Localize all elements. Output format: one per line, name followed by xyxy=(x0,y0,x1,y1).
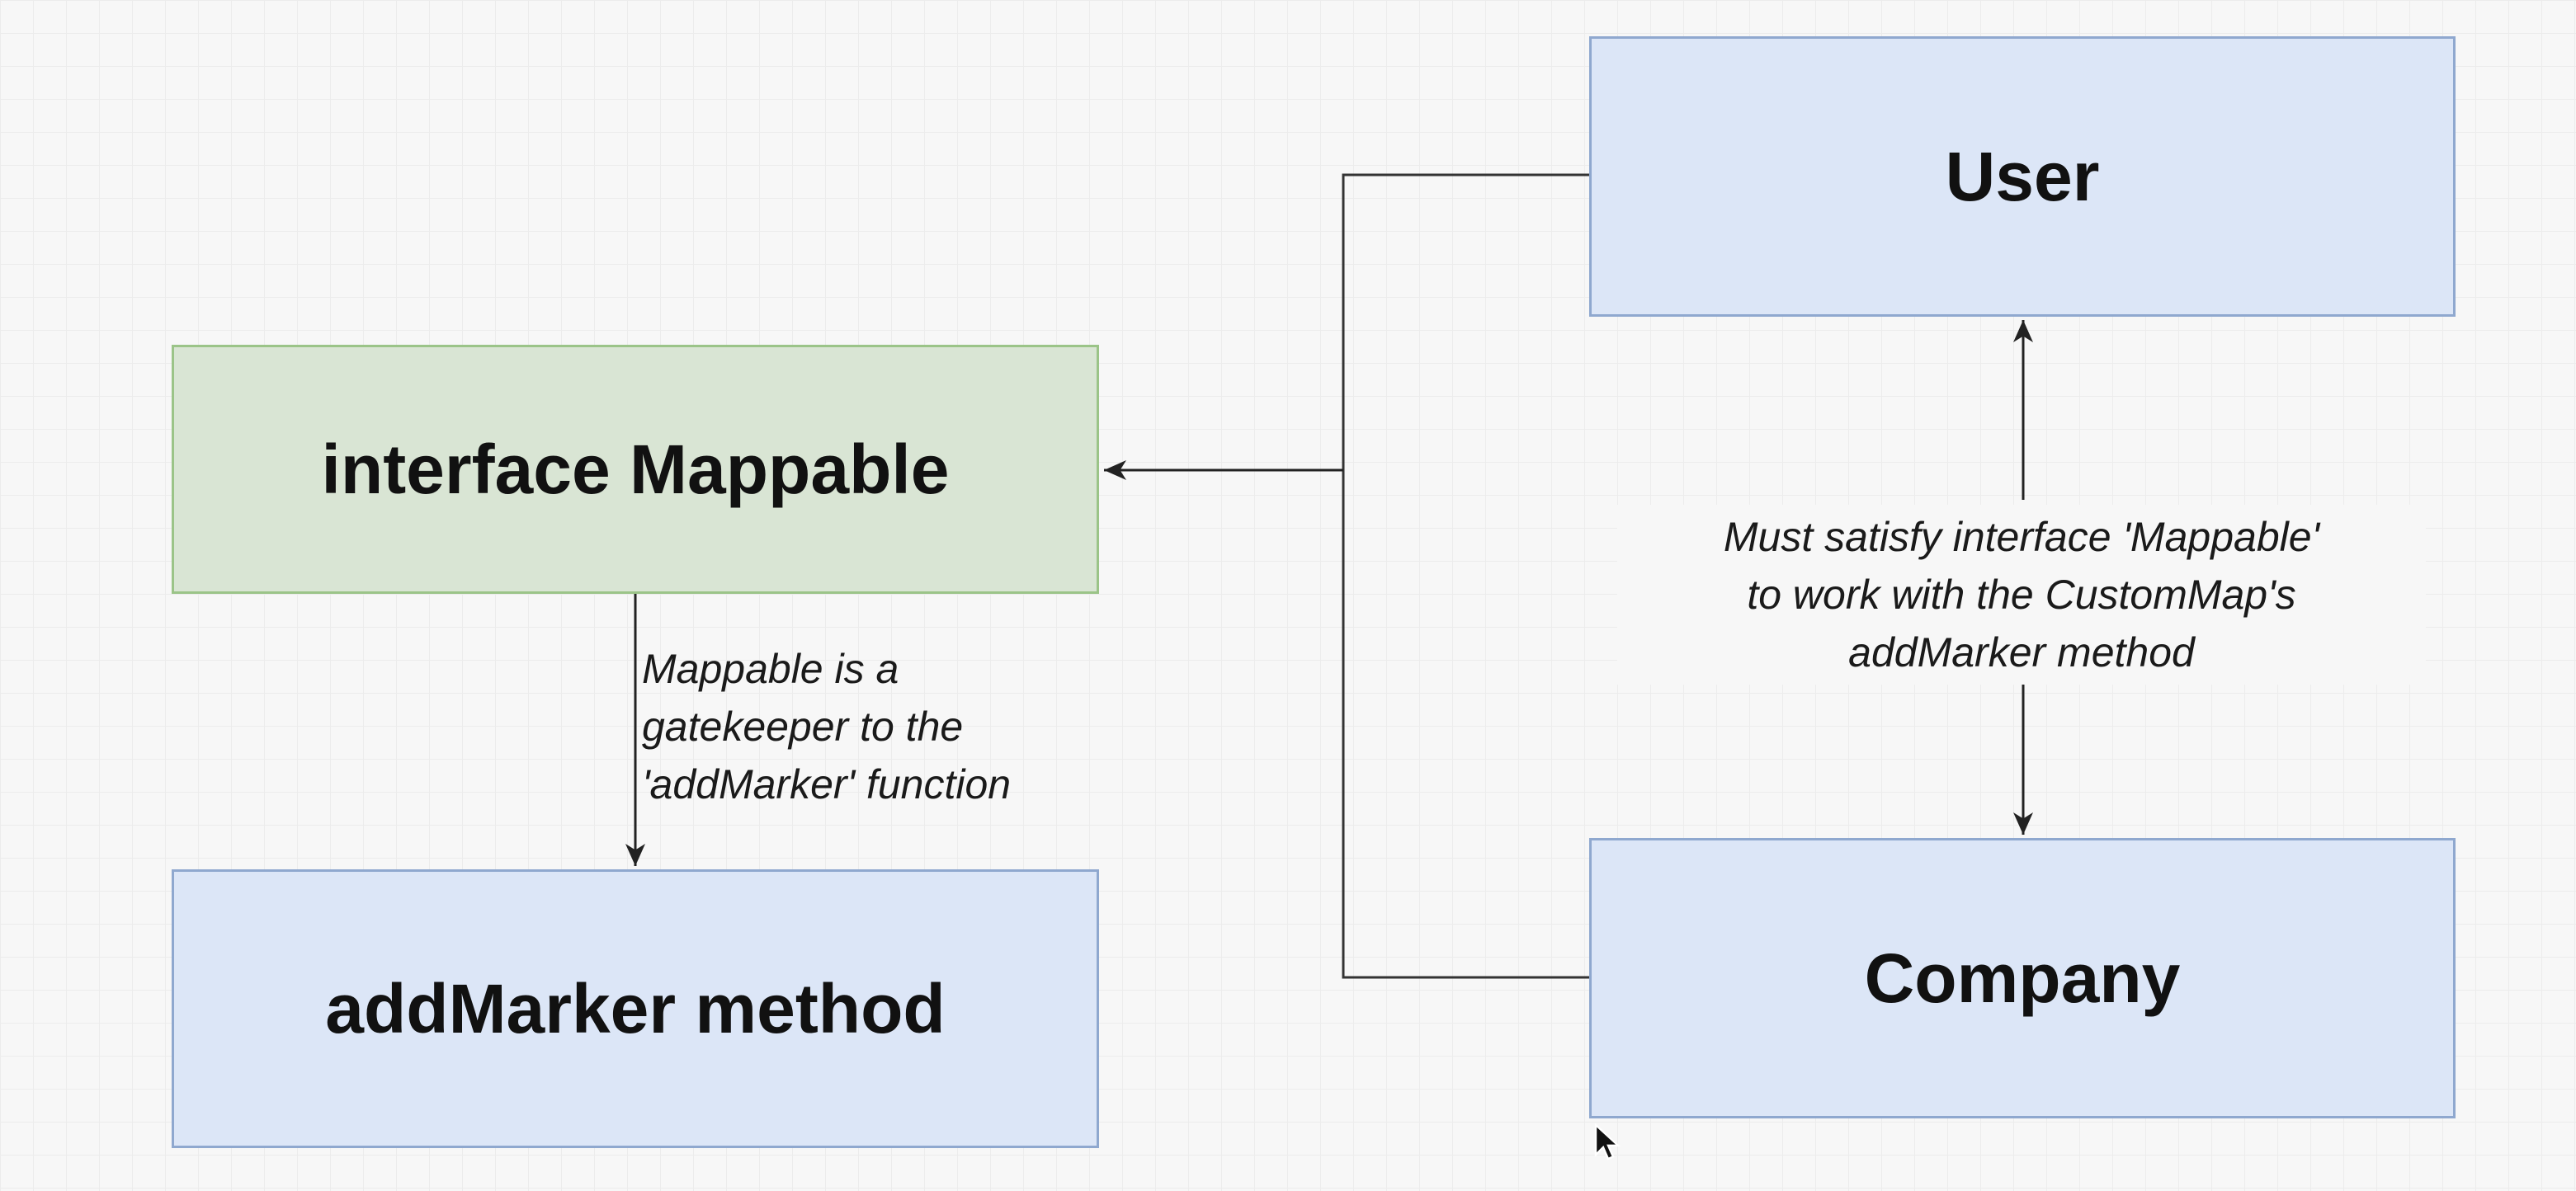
satisfy-interface-edge-label: Must satisfy interface 'Mappable' to wor… xyxy=(1617,505,2426,685)
gatekeeper-line-3: 'addMarker' function xyxy=(642,761,1012,807)
mouse-pointer-icon xyxy=(1594,1123,1621,1160)
satisfy-line-1: Must satisfy interface 'Mappable' xyxy=(1723,514,2320,560)
user-box[interactable]: User xyxy=(1589,36,2456,317)
gatekeeper-edge-label: Mappable is a gatekeeper to the 'addMark… xyxy=(642,640,1104,813)
company-box[interactable]: Company xyxy=(1589,838,2456,1118)
satisfy-line-3: addMarker method xyxy=(1848,629,2195,676)
connector-user-to-mappable xyxy=(1342,173,1589,470)
interface-mappable-label: interface Mappable xyxy=(321,430,950,508)
add-marker-method-box[interactable]: addMarker method xyxy=(172,869,1099,1148)
connector-company-to-mappable xyxy=(1342,470,1589,979)
interface-mappable-box[interactable]: interface Mappable xyxy=(172,345,1099,594)
gatekeeper-line-2: gatekeeper to the xyxy=(642,704,964,750)
gatekeeper-line-1: Mappable is a xyxy=(642,646,899,692)
add-marker-method-label: addMarker method xyxy=(325,969,946,1047)
user-label: User xyxy=(1945,137,2100,215)
satisfy-line-2: to work with the CustomMap's xyxy=(1747,572,2296,618)
company-label: Company xyxy=(1864,939,2181,1017)
